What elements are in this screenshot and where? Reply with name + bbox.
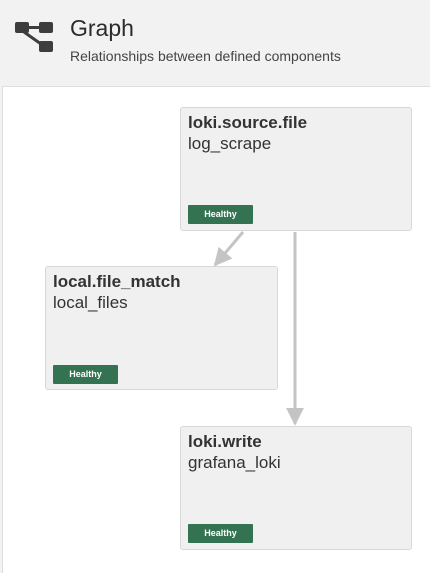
node-label: local_files bbox=[53, 293, 128, 312]
page-subtitle: Relationships between defined components bbox=[70, 48, 341, 64]
page-title: Graph bbox=[70, 15, 134, 41]
page-header: Graph Relationships between defined comp… bbox=[0, 0, 430, 86]
node-type: local.file_match bbox=[53, 272, 181, 291]
node-loki-source-file[interactable]: loki.source.file log_scrape Healthy bbox=[180, 107, 412, 231]
status-badge: Healthy bbox=[188, 205, 253, 224]
node-type: loki.write bbox=[188, 432, 262, 451]
graph-icon bbox=[15, 22, 53, 52]
node-label: log_scrape bbox=[188, 134, 272, 153]
node-label: grafana_loki bbox=[188, 453, 281, 472]
node-type: loki.source.file bbox=[188, 113, 308, 132]
node-loki-write[interactable]: loki.write grafana_loki Healthy bbox=[180, 426, 412, 550]
status-badge: Healthy bbox=[188, 524, 253, 543]
status-badge: Healthy bbox=[53, 365, 118, 384]
node-local-file-match[interactable]: local.file_match local_files Healthy bbox=[45, 266, 278, 390]
